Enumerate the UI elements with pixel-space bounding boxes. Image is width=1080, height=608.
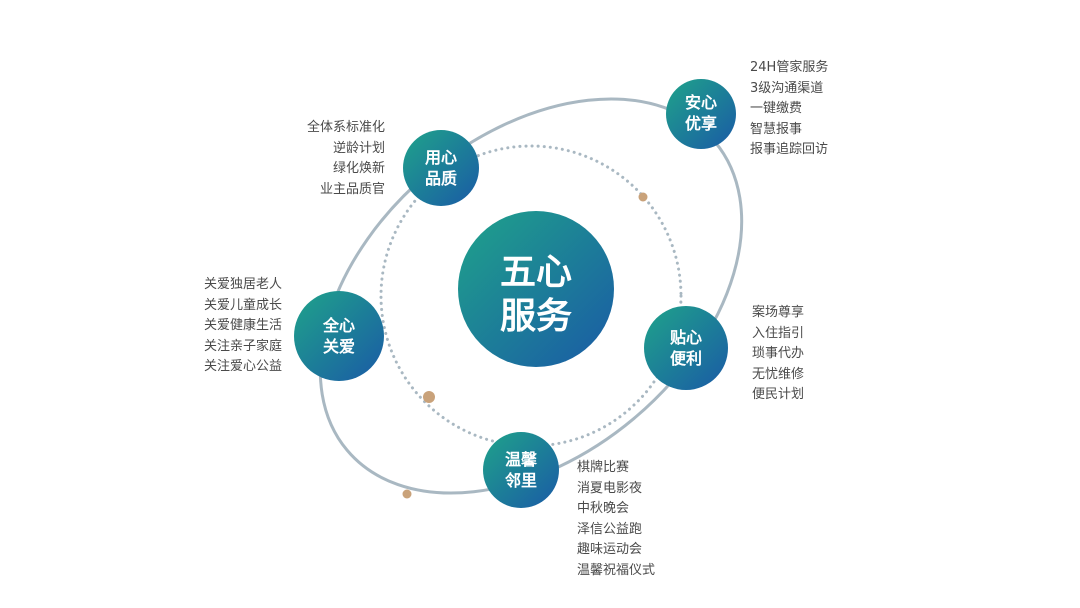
node-yongxin-pinzhi: 用心 品质 xyxy=(403,130,479,206)
list-item: 全体系标准化 xyxy=(306,120,385,135)
list-item: 绿化焕新 xyxy=(332,161,385,177)
node-yongxin-line1: 用心 xyxy=(425,148,457,167)
list-item: 关爱健康生活 xyxy=(203,318,282,334)
list-item: 关爱独居老人 xyxy=(203,277,282,292)
list-item: 温馨祝福仪式 xyxy=(577,562,656,578)
list-item: 消夏电影夜 xyxy=(577,480,643,496)
node-yongxin-line2: 品质 xyxy=(425,169,457,188)
node-quanxin-line2: 关爱 xyxy=(323,337,355,356)
list-item: 入住指引 xyxy=(752,325,805,341)
node-tiexin-line1: 贴心 xyxy=(670,328,702,347)
node-quanxin-guanai: 全心 关爱 xyxy=(294,291,384,381)
quanxin-item-list: 关爱独居老人关爱儿童成长关爱健康生活关注亲子家庭关注爱心公益 xyxy=(204,275,282,378)
node-wenxin-line1: 温馨 xyxy=(504,450,538,469)
list-item: 中秋晚会 xyxy=(577,501,630,517)
list-item: 一键缴费 xyxy=(750,101,803,117)
center-node: 五心 服务 xyxy=(458,211,614,367)
anxin-item-list: 24H管家服务 3级沟通渠道一键缴费智慧报事报事追踪回访 xyxy=(750,58,828,161)
list-item: 泽信公益跑 xyxy=(577,521,643,537)
list-item: 智慧报事 xyxy=(750,121,803,137)
node-wenxin-line2: 邻里 xyxy=(505,471,537,490)
node-tiexin-bianli: 贴心 便利 xyxy=(644,306,728,390)
list-item: 业主品质官 xyxy=(319,181,385,197)
list-item: 琐事代办 xyxy=(752,346,805,362)
list-item: 关注亲子家庭 xyxy=(203,338,282,354)
list-item: 逆龄计划 xyxy=(332,140,385,156)
node-anxin-youxiang: 安心 优享 xyxy=(666,79,736,149)
node-tiexin-line2: 便利 xyxy=(670,349,702,368)
list-item: 案场尊享 xyxy=(752,305,805,320)
list-item: 关爱儿童成长 xyxy=(203,297,282,313)
tiexin-item-list: 案场尊享入住指引琐事代办无忧维修便民计划 xyxy=(752,303,804,406)
list-item: 便民计划 xyxy=(752,387,805,403)
yongxin-item-list: 全体系标准化逆龄计划绿化焕新业主品质官 xyxy=(307,118,385,200)
center-label-line1: 五心 xyxy=(500,252,572,293)
inner-dotted-orbit xyxy=(379,144,683,448)
node-anxin-line1: 安心 xyxy=(685,93,717,112)
center-label-line2: 服务 xyxy=(500,296,572,337)
node-anxin-line2: 优享 xyxy=(685,114,717,133)
list-item: 报事追踪回访 xyxy=(750,142,829,158)
wenxin-item-list: 棋牌比赛消夏电影夜中秋晚会泽信公益跑趣味运动会温馨祝福仪式 xyxy=(577,458,655,582)
list-item: 棋牌比赛 xyxy=(577,460,630,475)
orbit-dot xyxy=(402,489,412,499)
list-item: 3级沟通渠道 xyxy=(750,80,824,96)
node-wenxin-linli: 温馨 邻里 xyxy=(483,432,559,508)
orbit-dot xyxy=(423,391,435,403)
orbit-dot xyxy=(638,192,648,202)
list-item: 趣味运动会 xyxy=(577,542,643,558)
list-item: 无忧维修 xyxy=(752,366,805,382)
node-quanxin-line1: 全心 xyxy=(322,316,355,335)
list-item: 关注爱心公益 xyxy=(203,359,282,375)
list-item: 24H管家服务 xyxy=(750,60,829,75)
